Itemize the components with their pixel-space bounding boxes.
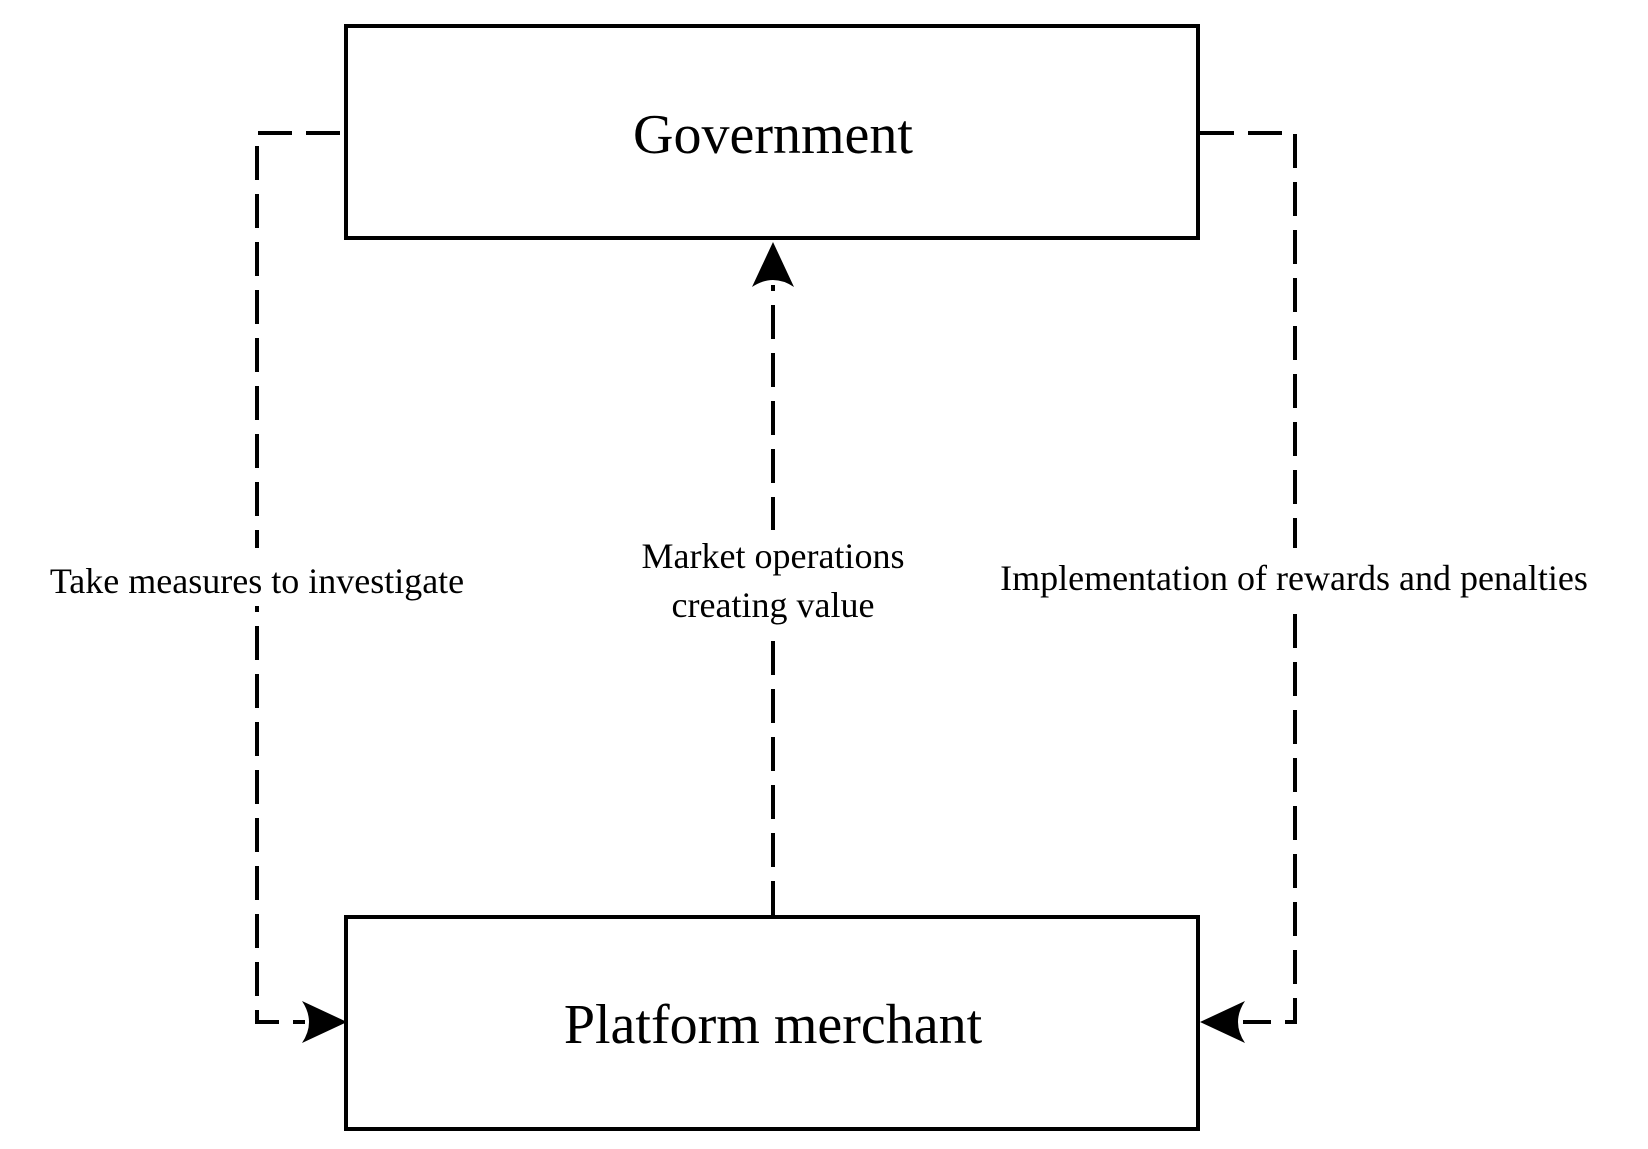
- edge-label-rewards-penalties: Implementation of rewards and penalties: [1000, 558, 1588, 598]
- edge-label-take-measures: Take measures to investigate: [50, 561, 464, 601]
- platform-merchant-box: [344, 915, 1200, 1131]
- arrowhead-right: [1200, 1001, 1245, 1043]
- edge-label-bg-right: [962, 548, 1626, 606]
- arrowhead-up: [752, 242, 794, 287]
- node-platform-merchant: Platform merchant: [344, 915, 1200, 1131]
- edge-take-measures: [255, 131, 347, 1043]
- node-government: Government: [344, 24, 1200, 240]
- edge-label-bg-left: [18, 548, 496, 606]
- government-label: Government: [633, 104, 913, 166]
- edge-label-market-operations-line2: creating value: [672, 585, 875, 625]
- arrowhead-left: [302, 1001, 347, 1043]
- edge-label-market-operations-line1: Market operations: [642, 536, 905, 576]
- edge-label-bg-center: [618, 530, 928, 630]
- platform-merchant-label: Platform merchant: [564, 994, 983, 1056]
- government-box: [344, 24, 1200, 240]
